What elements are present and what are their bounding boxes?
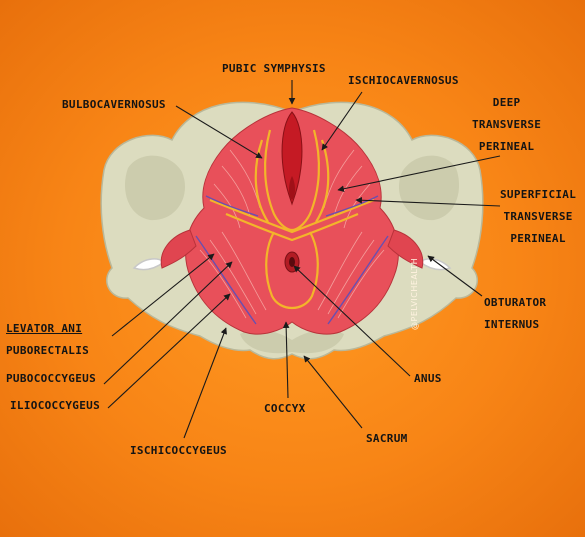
label-levator-ani-puborectalis: LEVATOR ANI PUBORECTALIS (6, 318, 89, 362)
label-ischiocavernosus: ISCHIOCAVERNOSUS (348, 74, 459, 87)
label-ischicoccygeus: ISCHICOCCYGEUS (130, 444, 227, 457)
label-line: SUPERFICIAL (500, 188, 577, 201)
label-line: INTERNUS (484, 318, 540, 331)
label-coccyx: COCCYX (264, 402, 306, 415)
label-line: PERINEAL (510, 232, 566, 245)
label-iliococcygeus: ILIOCOCCYGEUS (10, 399, 100, 412)
openings (281, 111, 303, 273)
label-obturator-internus: OBTURATOR INTERNUS (484, 292, 546, 336)
label-line: LEVATOR ANI (6, 322, 83, 335)
label-line: OBTURATOR (484, 296, 547, 309)
label-sacrum: SACRUM (366, 432, 408, 445)
label-superficial-transverse-perineal: SUPERFICIAL TRANSVERSE PERINEAL (500, 184, 576, 250)
label-deep-transverse-perineal: DEEP TRANSVERSE PERINEAL (472, 92, 541, 158)
label-bulbocavernosus: BULBOCAVERNOSUS (62, 98, 166, 111)
label-line: TRANSVERSE (472, 118, 542, 131)
label-line: PUBORECTALIS (6, 344, 90, 357)
label-line: PERINEAL (478, 140, 535, 153)
label-line: DEEP (492, 96, 521, 109)
label-anus: ANUS (414, 372, 442, 385)
label-pubic-symphysis: PUBIC SYMPHYSIS (222, 62, 326, 75)
watermark: @PELVICHEALTH (410, 258, 480, 330)
leader-lines (103, 80, 501, 439)
label-line: TRANSVERSE (503, 210, 573, 223)
label-pubococcygeus: PUBOCOCCYGEUS (6, 372, 96, 385)
blood-vessels (195, 195, 389, 325)
